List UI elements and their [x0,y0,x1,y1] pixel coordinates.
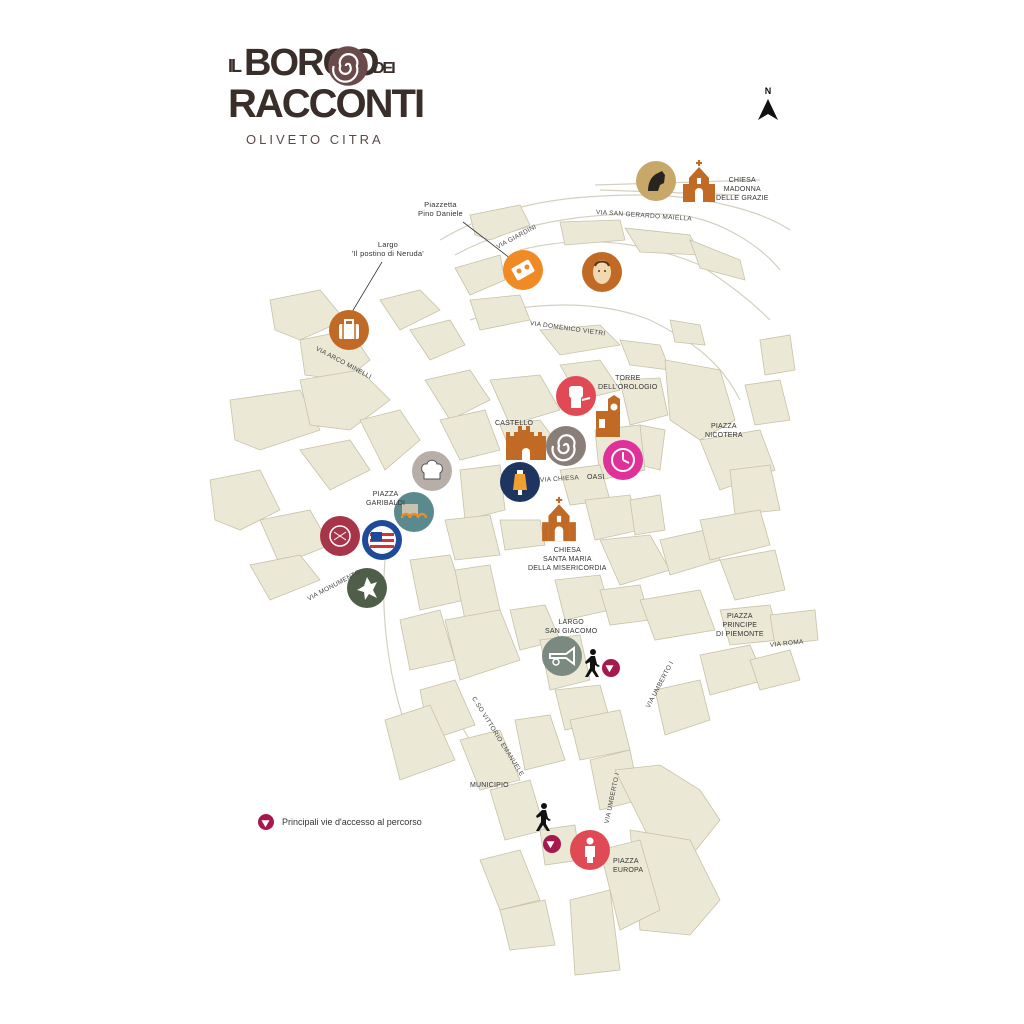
lantern-icon[interactable] [500,462,540,502]
spiral-logo-icon [328,46,368,86]
person-icon[interactable] [570,830,610,870]
legend-access-pin-icon [258,814,274,830]
logo-subtitle: OLIVETO CITRA [246,132,384,147]
label-chiesa-madonna: CHIESA MADONNA DELLE GRAZIE [716,177,769,202]
logo: IL BORGO DEI RACCONTI OLIVETO CITRA [228,42,425,154]
usa-flag-icon[interactable] [362,520,402,560]
label-torre: TORRE DELL'OROLOGIO [598,375,658,391]
church-santa-maria-icon[interactable] [540,494,578,544]
callout-lines [351,221,516,313]
label-piazza-principe: PIAZZA PRINCIPE DI PIEMONTE [716,613,764,638]
logo-racconti: RACCONTI [228,82,425,126]
ball-icon[interactable] [320,516,360,556]
north-arrow: N [755,86,781,126]
label-largo-neruda: Largo 'Il postino di Neruda' [352,240,424,258]
label-oasi: OASI [587,474,605,481]
access-pin-europa[interactable] [543,835,561,853]
chef-hat-icon[interactable] [412,451,452,491]
label-piazza-garibaldi: PIAZZA GARIBALDI [366,491,406,507]
label-piazza-nicotera: PIAZZA NICOTERA [705,423,743,439]
building-blocks [209,204,819,976]
fist-icon[interactable] [556,376,596,416]
clock-icon[interactable] [603,440,643,480]
label-piazza-europa: PIAZZA EUROPA [613,858,644,874]
label-municipio: MUNICIPIO [470,782,509,789]
legend-label: Principali vie d'accesso al percorso [282,817,422,827]
clock-tower-icon[interactable] [594,393,628,439]
waves-icon[interactable] [394,492,434,532]
north-arrow-icon [758,99,778,120]
suitcase-icon[interactable] [329,310,369,350]
castle-icon[interactable] [504,422,548,462]
label-largo-san-giacomo: LARGO SAN GIACOMO [545,619,598,635]
spiral-icon[interactable] [546,426,586,466]
figure-icon[interactable] [347,568,387,608]
north-label: N [764,86,772,96]
label-chiesa-santa-maria: CHIESA SANTA MARIA DELLA MISERICORDIA [528,547,607,572]
portrait-icon[interactable] [582,252,622,292]
label-piazzetta: Piazzetta Pino Daniele [418,200,463,218]
legend: Principali vie d'accesso al percorso [258,814,422,830]
logo-il: IL [228,56,242,76]
church-icon[interactable] [681,158,717,204]
walker-icon [585,649,600,677]
trumpet-icon[interactable] [542,636,582,676]
access-pin-san-giacomo[interactable] [602,659,620,677]
cassette-icon[interactable] [503,250,543,290]
walker-icon-2 [536,803,551,831]
logo-dei: DEI [373,60,396,77]
label-castello: CASTELLO [495,420,534,427]
horse-head-icon[interactable] [636,161,676,201]
